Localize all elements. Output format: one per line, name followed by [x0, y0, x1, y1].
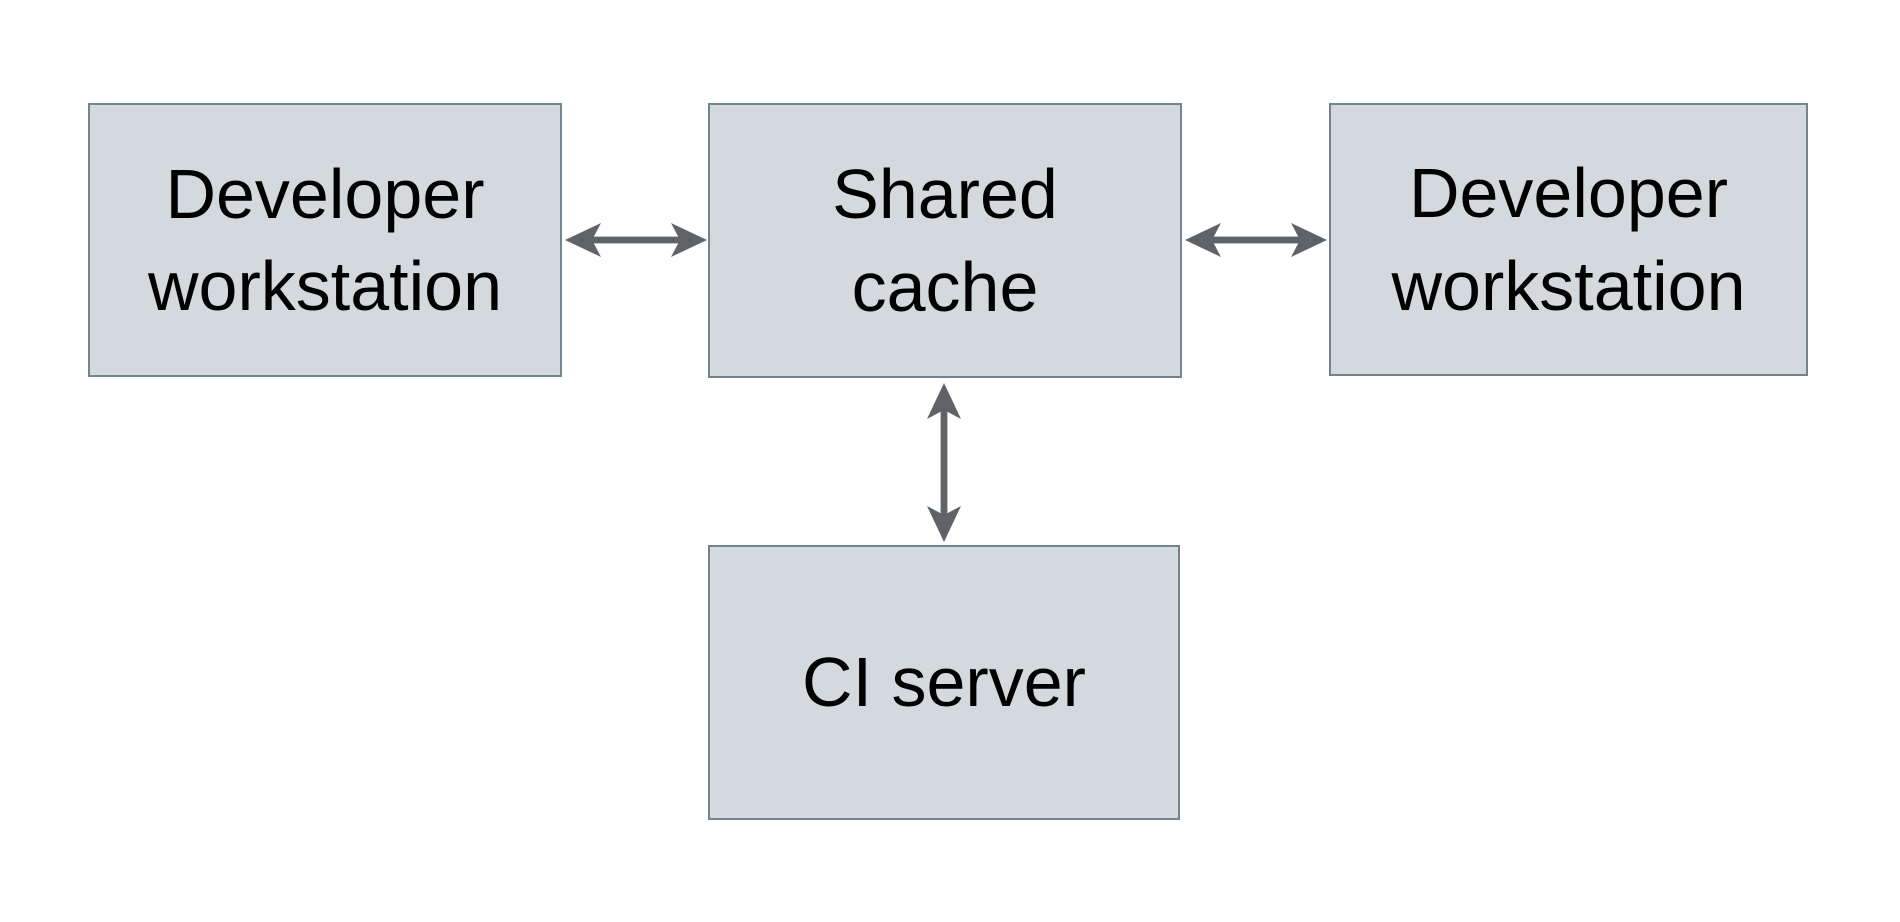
node-shared-cache: Shared cache	[708, 103, 1182, 378]
arrowhead-right	[1291, 223, 1327, 257]
node-ci-server: CI server	[708, 545, 1180, 820]
arrow-shaft	[590, 236, 682, 244]
edge-dev-left-shared-cache-arrow	[565, 223, 707, 257]
node-developer-workstation-left: Developer workstation	[88, 103, 562, 377]
arrowhead-top	[927, 383, 961, 419]
node-developer-workstation-left-label: Developer workstation	[147, 154, 503, 325]
node-developer-workstation-right-label: Developer workstation	[1391, 154, 1746, 325]
node-shared-cache-label: Shared cache	[832, 155, 1058, 326]
arrow-shaft	[940, 408, 948, 517]
double-arrow-horizontal-icon	[1185, 223, 1327, 257]
edge-shared-cache-dev-right-arrow	[1185, 223, 1327, 257]
node-developer-workstation-right: Developer workstation	[1329, 103, 1808, 376]
node-ci-server-label: CI server	[802, 643, 1086, 722]
arrow-shaft	[1210, 236, 1302, 244]
arrowhead-right	[671, 223, 707, 257]
arrowhead-left	[565, 223, 601, 257]
double-arrow-horizontal-icon	[565, 223, 707, 257]
arrowhead-bottom	[927, 506, 961, 542]
double-arrow-vertical-icon	[927, 383, 961, 542]
edge-shared-cache-ci-server-arrow	[927, 383, 961, 542]
arrowhead-left	[1185, 223, 1221, 257]
